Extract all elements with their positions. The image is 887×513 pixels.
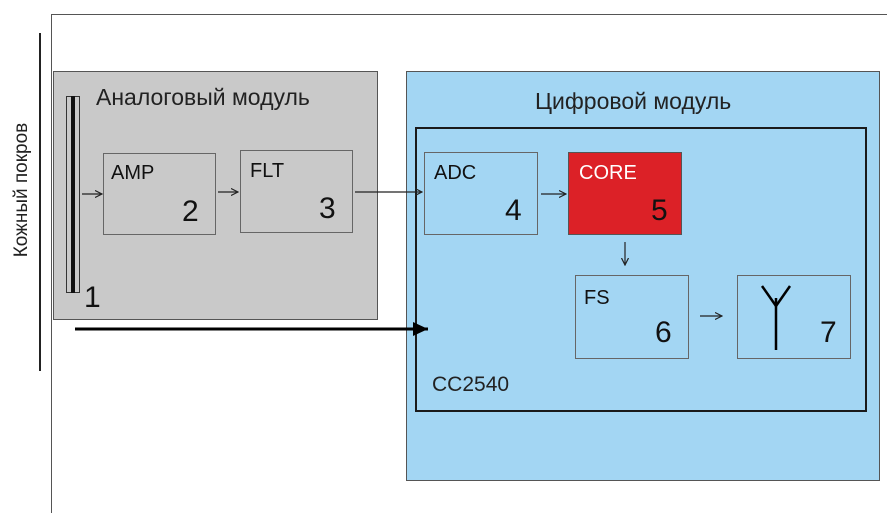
page-frame-top bbox=[51, 14, 887, 15]
core-block-number: 5 bbox=[651, 194, 668, 227]
antenna-block-number: 7 bbox=[820, 316, 837, 349]
core-block-name: CORE bbox=[579, 162, 637, 184]
adc-block bbox=[424, 152, 538, 235]
digital-module bbox=[406, 71, 880, 481]
skin-line bbox=[39, 33, 41, 371]
chip-label: CC2540 bbox=[432, 373, 510, 396]
core-block bbox=[568, 152, 682, 235]
adc-block-name: ADC bbox=[434, 162, 477, 184]
flt-block-name: FLT bbox=[250, 160, 285, 182]
fs-block-number: 6 bbox=[655, 316, 672, 349]
adc-block-number: 4 bbox=[505, 194, 522, 227]
flt-block-number: 3 bbox=[319, 192, 336, 225]
amp-block-number: 2 bbox=[182, 195, 199, 228]
electrode-number: 1 bbox=[84, 281, 101, 314]
antenna-block bbox=[737, 275, 851, 359]
chip-box bbox=[415, 127, 867, 412]
digital-module-title: Цифровой модуль bbox=[535, 88, 732, 114]
amp-block bbox=[103, 153, 216, 235]
analog-module-title: Аналоговый модуль bbox=[96, 84, 310, 110]
page-frame-left bbox=[51, 14, 52, 513]
fs-block-name: FS bbox=[584, 287, 610, 309]
electrode-bar bbox=[71, 96, 75, 293]
fs-block bbox=[575, 275, 689, 359]
amp-block-name: AMP bbox=[111, 162, 155, 184]
antenna-icon bbox=[760, 285, 792, 350]
flt-block bbox=[240, 150, 353, 233]
